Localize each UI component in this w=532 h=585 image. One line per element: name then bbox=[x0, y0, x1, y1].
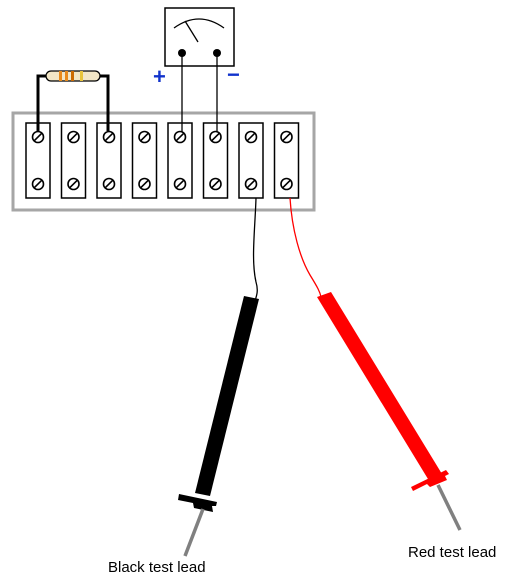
red-lead-label: Red test lead bbox=[408, 544, 497, 561]
positive-sign: + bbox=[153, 64, 166, 89]
terminal-block bbox=[167, 122, 193, 199]
screw-icon bbox=[67, 130, 80, 144]
black-lead-wire bbox=[252, 197, 258, 305]
black-lead-label: Black test lead bbox=[108, 559, 206, 576]
screw-icon bbox=[280, 130, 293, 144]
negative-sign: − bbox=[227, 62, 240, 87]
terminal-block bbox=[131, 122, 158, 199]
screw-icon bbox=[244, 177, 258, 191]
terminal-block bbox=[238, 122, 264, 199]
screw-icon bbox=[138, 177, 151, 191]
screw-icon bbox=[102, 130, 116, 144]
screw-icon bbox=[31, 130, 45, 144]
terminal-strip bbox=[11, 111, 316, 212]
terminal-block bbox=[25, 122, 51, 199]
black-probe-icon bbox=[178, 296, 259, 557]
screw-icon bbox=[209, 130, 222, 144]
screw-icon bbox=[173, 177, 187, 191]
meter-icon bbox=[164, 7, 235, 67]
black-lead bbox=[178, 197, 259, 557]
red-lead bbox=[289, 197, 462, 531]
screw-icon bbox=[31, 177, 45, 191]
terminal-block bbox=[96, 122, 122, 199]
terminal-block bbox=[273, 122, 300, 199]
screw-icon bbox=[173, 130, 187, 144]
screw-icon bbox=[209, 177, 222, 191]
screw-icon bbox=[67, 177, 80, 191]
red-lead-wire bbox=[289, 197, 322, 298]
red-probe-icon bbox=[317, 292, 462, 531]
screw-icon bbox=[244, 130, 258, 144]
terminal-block bbox=[60, 122, 87, 199]
terminal-block bbox=[202, 122, 229, 199]
screw-icon bbox=[138, 130, 151, 144]
screw-icon bbox=[280, 177, 293, 191]
screw-icon bbox=[102, 177, 116, 191]
resistor-icon bbox=[36, 70, 110, 131]
